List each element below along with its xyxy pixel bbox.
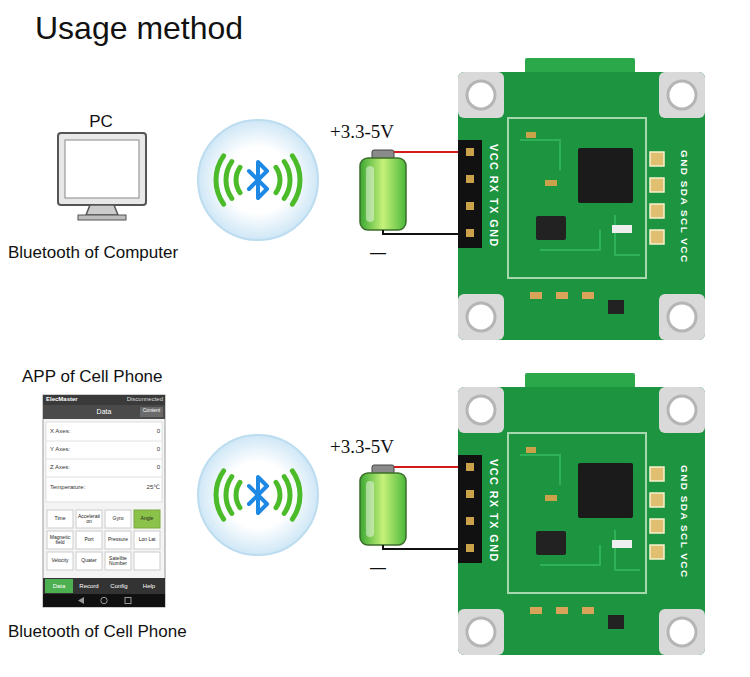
battery	[360, 465, 462, 549]
app-button: Magnetic field	[47, 531, 73, 549]
app-button: Lon Lat	[134, 531, 160, 549]
pin-label: GND SDA SCL VCC	[679, 465, 690, 569]
field-name: X Axes:	[50, 428, 116, 435]
phone-screen	[43, 395, 165, 607]
field-name: Z Axes:	[50, 464, 116, 471]
app-button: Acceleration	[76, 510, 102, 528]
app-button: Pressure	[105, 531, 131, 549]
pin-label: VCC RX TX GND	[488, 144, 500, 248]
voltage-label: +3.3-5V	[330, 436, 430, 458]
pin-label: GND SDA SCL VCC	[679, 150, 690, 254]
app-button: Angle	[134, 510, 160, 528]
field-value: 0	[118, 428, 160, 435]
pin-label: VCC RX TX GND	[488, 459, 500, 563]
app-button: Gyro	[105, 510, 131, 528]
voltage-label: +3.3-5V	[330, 121, 430, 143]
sensor-board	[458, 373, 705, 655]
bluetooth-icon	[198, 435, 318, 555]
app-button: Time	[47, 510, 73, 528]
app-tab: Data	[45, 579, 73, 593]
caption-label: Bluetooth of Cell Phone	[8, 622, 228, 642]
app-tab: Config	[105, 579, 133, 593]
caption-label: APP of Cell Phone	[22, 367, 232, 387]
polarity-label: —	[370, 244, 400, 262]
device-label: PC	[81, 112, 121, 132]
app-status: Disconnected	[102, 396, 163, 403]
pc-monitor	[58, 133, 146, 220]
bluetooth-icon	[198, 120, 318, 240]
app-tab: Help	[135, 579, 163, 593]
battery	[360, 150, 462, 234]
field-value: 0	[118, 464, 160, 471]
app-tab: Record	[75, 579, 103, 593]
field-value: 0	[118, 446, 160, 453]
app-button: Port	[76, 531, 102, 549]
field-name: Temperature:	[50, 484, 116, 491]
polarity-label: —	[370, 559, 400, 577]
page-title: Usage method	[35, 10, 355, 47]
field-name: Y Axes:	[50, 446, 116, 453]
field-value: 25℃	[118, 484, 160, 491]
app-button: Satellite Number	[105, 552, 131, 570]
app-button: Content	[140, 408, 163, 414]
app-tab: Data	[84, 408, 124, 416]
app-title: ElecMaster	[46, 396, 102, 403]
caption-label: Bluetooth of Computer	[8, 243, 218, 263]
app-button: Quater	[76, 552, 102, 570]
sensor-board	[458, 58, 705, 340]
app-button: Velocity	[47, 552, 73, 570]
